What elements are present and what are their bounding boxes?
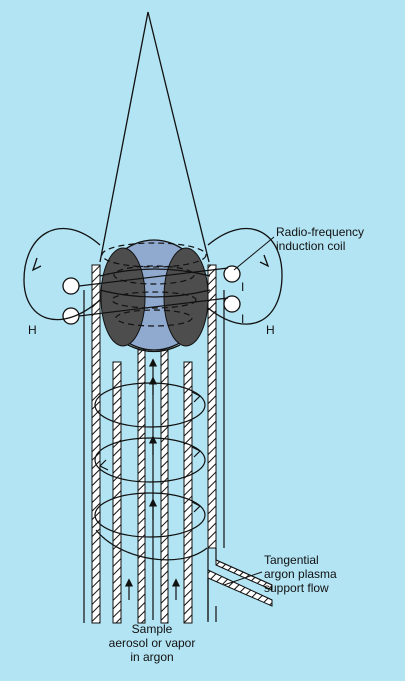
inner-tube-right-wall — [160, 349, 169, 624]
spiral-flow — [94, 382, 208, 561]
induction-coil — [62, 265, 241, 325]
plasma-flame-outline — [99, 11, 210, 263]
plasma-torus — [99, 239, 211, 353]
current-label-top: I — [241, 280, 245, 294]
field-label-right: H — [266, 323, 275, 337]
magnetic-field-loops — [23, 227, 283, 325]
central-flow-arrows — [124, 358, 181, 620]
field-label-left: H — [28, 323, 37, 337]
middle-tube-left-wall — [112, 361, 122, 624]
coil-label: Radio-frequency induction coil — [276, 225, 365, 253]
outer-tube-right-wall — [207, 264, 217, 549]
inner-tube-left-wall — [137, 349, 146, 624]
coil-leader-line — [233, 236, 275, 271]
middle-tube-right-wall — [183, 361, 193, 624]
flow-label: Tangential argon plasma support flow — [264, 553, 337, 595]
sample-label: Sample aerosol or vapor in argon — [108, 622, 196, 664]
current-label-bottom: I — [241, 312, 245, 326]
flow-leader-line — [223, 571, 263, 586]
outer-tube-left-wall — [91, 264, 101, 624]
